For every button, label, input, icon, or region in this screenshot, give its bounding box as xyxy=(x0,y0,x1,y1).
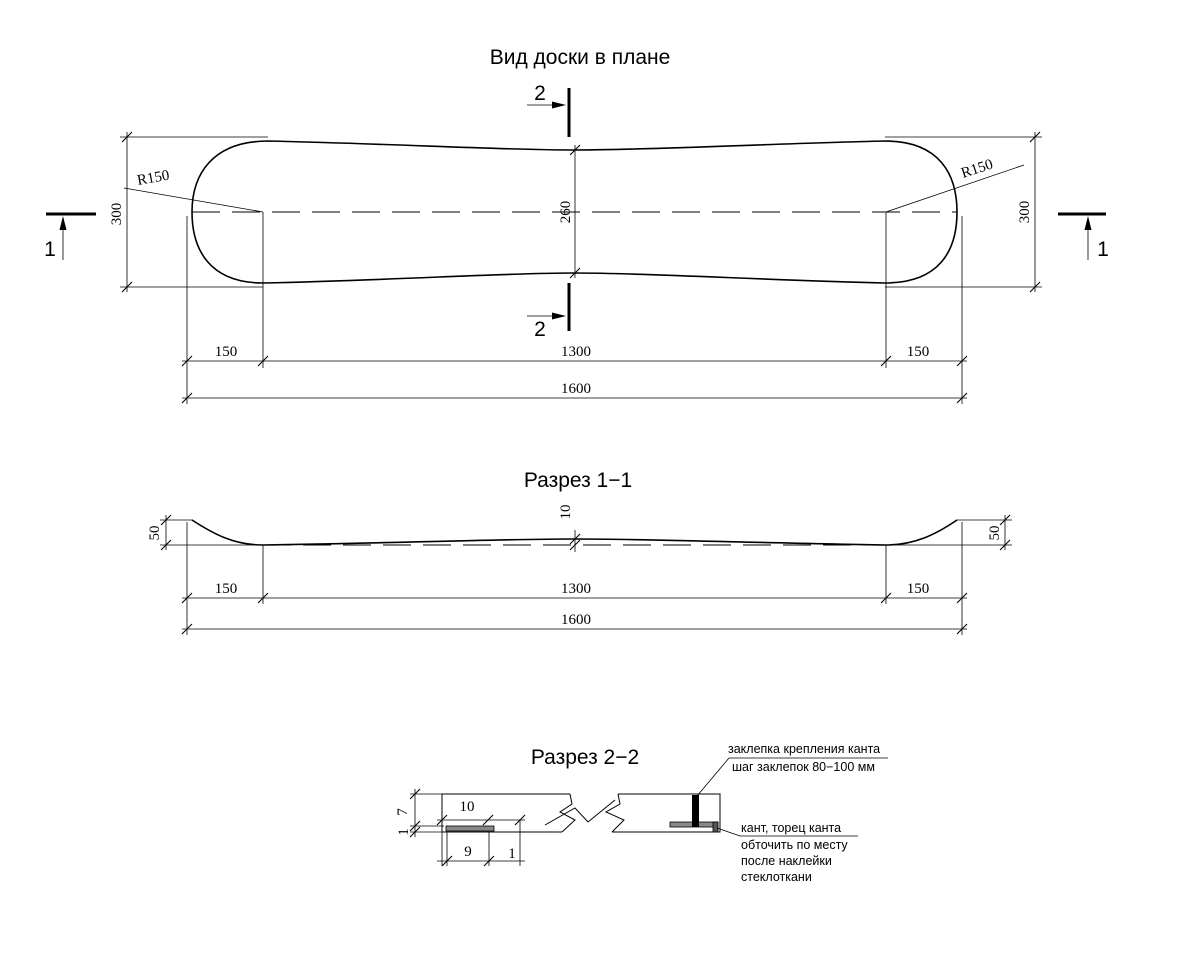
tick xyxy=(436,814,448,826)
plan-title: Вид доски в плане xyxy=(490,46,671,69)
dim-edge-inner: 9 xyxy=(464,844,472,860)
dim-thickness: 7 xyxy=(395,808,411,816)
dim-edge-thickness: 1 xyxy=(396,828,412,836)
dim-length-mid: 1300 xyxy=(561,344,591,360)
tick xyxy=(482,814,494,826)
tick xyxy=(257,355,269,367)
tick xyxy=(880,355,892,367)
board-outline xyxy=(191,140,958,284)
edge-leader xyxy=(716,827,741,837)
plan-view: Вид доски в плане R150 R150 300 300 xyxy=(44,46,1109,404)
dim-camber: 10 xyxy=(558,505,574,520)
tick xyxy=(1029,281,1041,293)
tick xyxy=(956,355,968,367)
section22-board-right xyxy=(612,793,721,833)
tick xyxy=(956,392,968,404)
cut2-label-top: 2 xyxy=(534,82,546,105)
dim-length-total: 1600 xyxy=(561,381,591,397)
dim-width-right: 300 xyxy=(1017,201,1033,224)
dim-edge-width: 10 xyxy=(460,799,475,815)
tick xyxy=(569,533,581,545)
tick xyxy=(257,592,269,604)
tick xyxy=(409,788,421,800)
tick xyxy=(999,539,1011,551)
tick xyxy=(569,539,581,551)
note-edge-line1: кант, торец канта xyxy=(741,821,841,835)
cut2-arrowhead-bottom xyxy=(552,312,566,320)
cut2-arrowhead-top xyxy=(552,101,566,109)
note-edge-line4: стеклоткани xyxy=(741,870,812,884)
section22-board-left xyxy=(441,793,570,833)
tick xyxy=(956,592,968,604)
rivet xyxy=(692,795,699,827)
tick xyxy=(181,623,193,635)
dim-width-mid: 260 xyxy=(558,201,574,224)
section11-title: Разрез 1−1 xyxy=(524,469,632,492)
break-line-right xyxy=(604,793,625,833)
tick xyxy=(441,855,453,867)
tick xyxy=(160,539,172,551)
dim-rise-right: 50 xyxy=(987,526,1003,541)
tick xyxy=(880,592,892,604)
cut1-label-right: 1 xyxy=(1097,238,1109,261)
note-edge-line2: обточить по месту xyxy=(741,838,848,852)
dim-length-left: 150 xyxy=(215,344,238,360)
dim-length-mid: 1300 xyxy=(561,581,591,597)
cut1-label-left: 1 xyxy=(44,238,56,261)
tick xyxy=(121,131,133,143)
radius-leader-left xyxy=(123,187,264,213)
tick xyxy=(409,820,421,832)
tick xyxy=(409,826,421,838)
radius-label-right: R150 xyxy=(959,157,995,182)
cut1-arrowhead-left xyxy=(59,216,67,230)
rivet-leader xyxy=(696,757,730,797)
radius-label-left: R150 xyxy=(136,168,171,189)
note-rivet-line1: заклепка крепления канта xyxy=(728,742,880,756)
break-line-left xyxy=(559,793,576,833)
note-edge-line3: после наклейки xyxy=(741,854,832,868)
section11-profile xyxy=(191,519,958,546)
dim-width-left: 300 xyxy=(109,203,125,226)
tick xyxy=(956,623,968,635)
edge-corner-right xyxy=(712,821,719,833)
section22-title: Разрез 2−2 xyxy=(531,746,639,769)
tick xyxy=(121,281,133,293)
dim-rise-left: 50 xyxy=(147,526,163,541)
tick xyxy=(181,392,193,404)
section-1-1: Разрез 1−1 50 50 10 150 1300 xyxy=(147,469,1012,635)
tick xyxy=(181,355,193,367)
break-zigzag xyxy=(544,799,616,826)
note-rivet-line2: шаг заклепок 80−100 мм xyxy=(732,760,875,774)
dim-length-right: 150 xyxy=(907,344,930,360)
dim-edge-step: 1 xyxy=(508,846,516,862)
cut2-label-bottom: 2 xyxy=(534,318,546,341)
tick xyxy=(1029,131,1041,143)
tick xyxy=(181,592,193,604)
dim-length-left: 150 xyxy=(215,581,238,597)
dim-length-right: 150 xyxy=(907,581,930,597)
radius-leader-right xyxy=(885,164,1025,213)
tick xyxy=(999,514,1011,526)
tick xyxy=(160,514,172,526)
tick xyxy=(569,144,581,156)
section-2-2: Разрез 2−2 7 1 10 xyxy=(395,742,888,884)
tick xyxy=(483,855,495,867)
edge-strip-left xyxy=(445,825,495,832)
dim-length-total: 1600 xyxy=(561,612,591,628)
cut1-arrowhead-right xyxy=(1084,216,1092,230)
tick xyxy=(569,267,581,279)
